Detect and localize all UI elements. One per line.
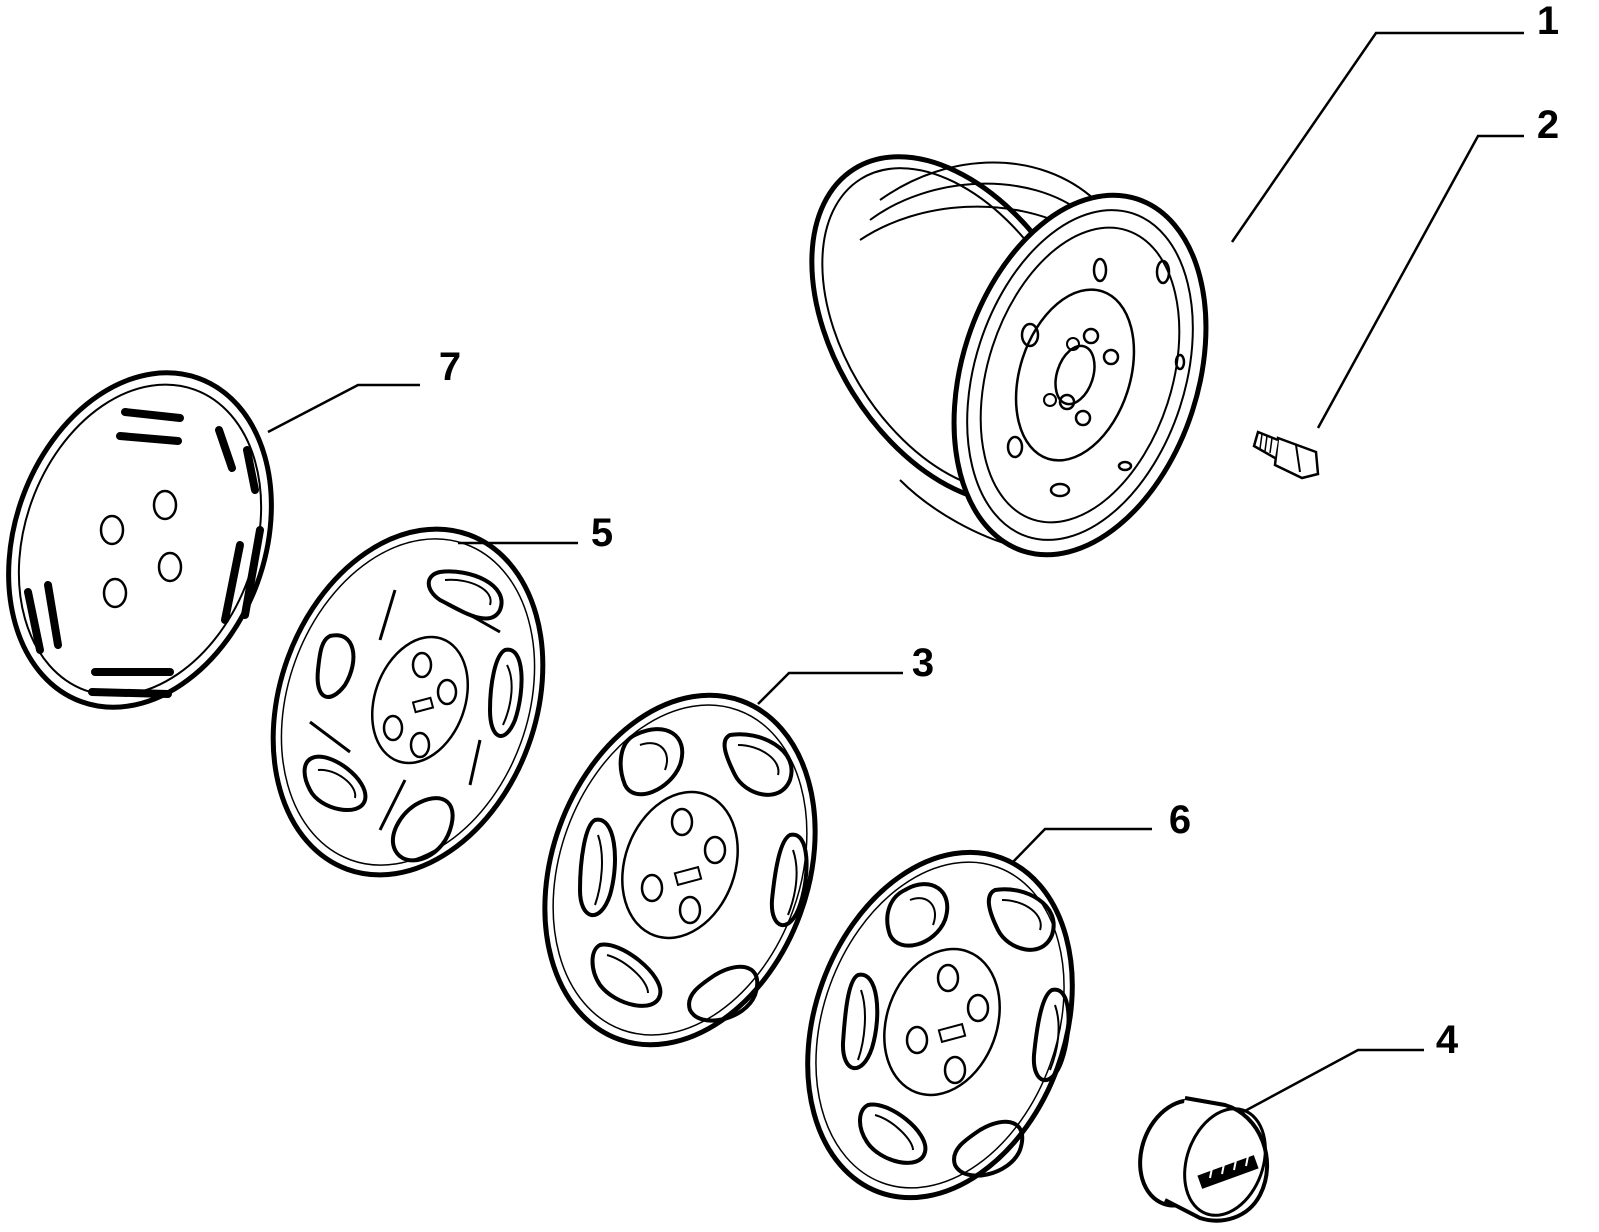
hubcap-c-drawing <box>805 849 1075 1201</box>
callout-5: 5 <box>591 511 613 555</box>
callout-4: 4 <box>1436 1018 1459 1062</box>
callout-1: 1 <box>1537 0 1559 43</box>
wheel-cover-slotted-drawing <box>6 370 274 710</box>
callout-2: 2 <box>1537 103 1559 147</box>
center-cap-drawing <box>1138 1096 1270 1223</box>
wheel-rim-drawing <box>809 154 1209 558</box>
wheel-bolt-drawing <box>1252 430 1320 480</box>
leader-line-2 <box>1316 134 1524 429</box>
hubcap-b-drawing <box>542 692 818 1048</box>
leader-line-6 <box>1011 827 1152 864</box>
callout-7: 7 <box>439 345 461 389</box>
leader-line-1 <box>1230 31 1524 243</box>
leader-line-7 <box>267 383 420 434</box>
leader-lines <box>267 31 1524 1114</box>
leader-line-3 <box>757 671 903 705</box>
callout-labels: 1 2 3 4 5 6 7 <box>439 0 1559 1062</box>
leader-line-4 <box>1242 1048 1424 1114</box>
hubcap-a-drawing <box>270 526 546 878</box>
callout-3: 3 <box>912 641 934 685</box>
callout-6: 6 <box>1169 798 1191 842</box>
